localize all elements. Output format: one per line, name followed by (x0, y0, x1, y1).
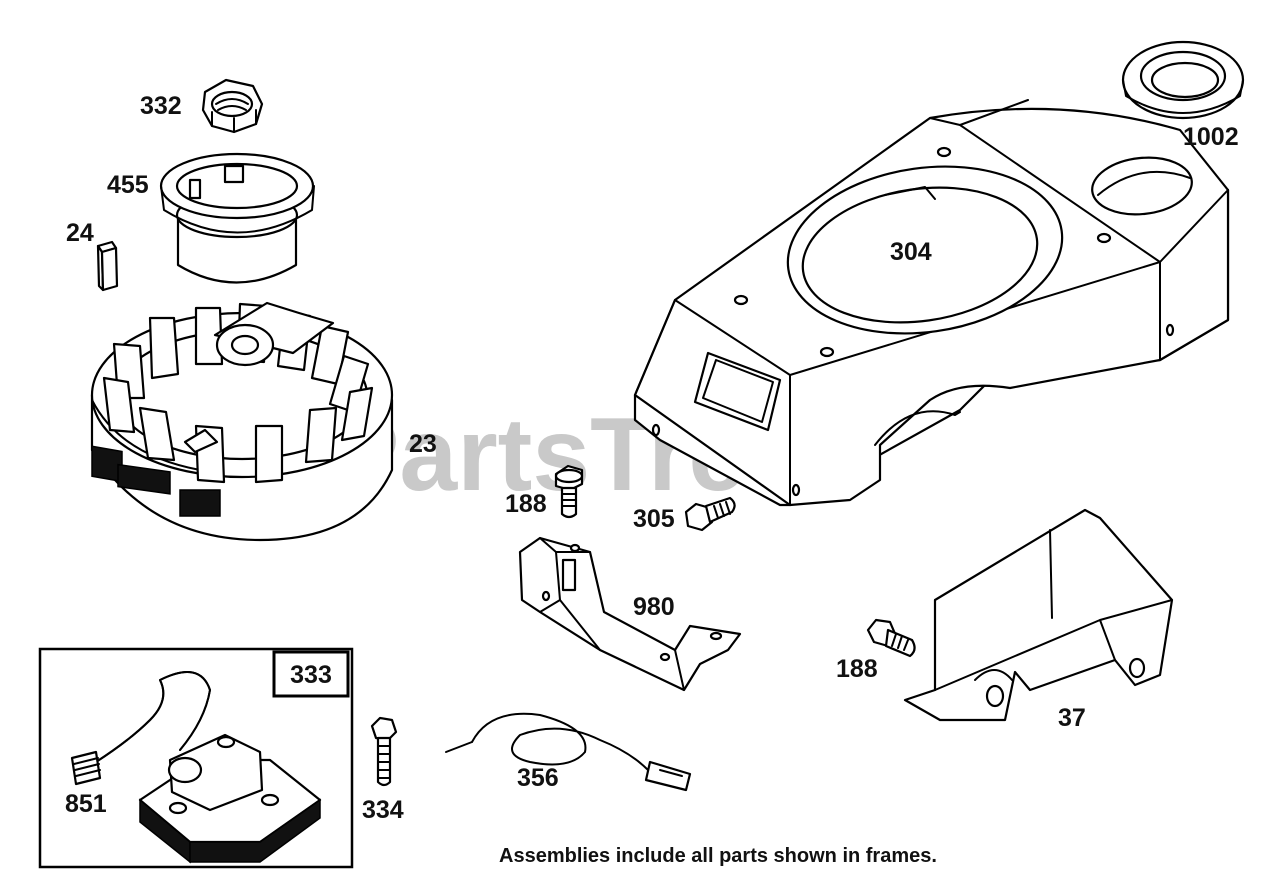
part-980-bracket (518, 536, 742, 692)
assembly-frame-333: 333 (38, 647, 354, 869)
frame-label: 333 (290, 661, 332, 689)
label-455: 455 (107, 171, 149, 199)
part-23-flywheel (90, 301, 394, 542)
part-334-bolt (370, 716, 398, 787)
assembly-note: Assemblies include all parts shown in fr… (499, 845, 937, 867)
label-23: 23 (409, 430, 437, 458)
part-1002-grommet (1121, 40, 1245, 120)
label-305: 305 (633, 505, 675, 533)
label-188-lower: 188 (836, 655, 878, 683)
label-334: 334 (362, 796, 404, 824)
part-332-hex-nut (201, 78, 264, 134)
part-188-bolt-upper (554, 464, 584, 519)
part-304-blower-housing (633, 99, 1230, 507)
part-356-ground-wire (445, 712, 692, 792)
part-188-bolt-lower (866, 618, 916, 658)
label-37: 37 (1058, 704, 1086, 732)
label-980: 980 (633, 593, 675, 621)
part-305-screw (684, 496, 736, 532)
label-851: 851 (65, 790, 107, 818)
label-332: 332 (140, 92, 182, 120)
label-188-upper: 188 (505, 490, 547, 518)
part-455-starter-cup (159, 152, 315, 284)
part-37-baffle (903, 508, 1174, 722)
label-304: 304 (890, 238, 932, 266)
label-24: 24 (66, 219, 94, 247)
part-24-key (96, 240, 119, 292)
part-labels: 332 455 24 23 1002 304 188 305 980 188 3… (65, 92, 1239, 824)
label-1002: 1002 (1183, 123, 1239, 151)
label-356: 356 (517, 764, 559, 792)
